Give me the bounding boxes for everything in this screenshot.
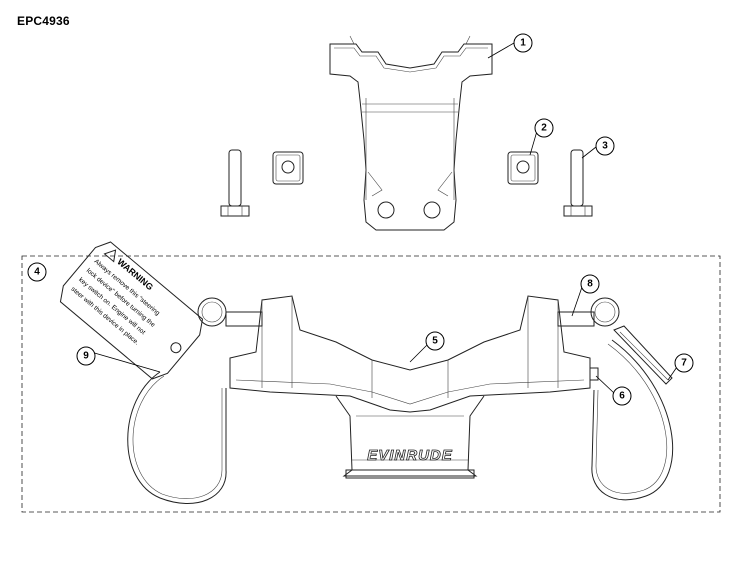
callout-1: 1 [513, 33, 533, 53]
clip-part [613, 325, 673, 385]
svg-text:6: 6 [619, 391, 625, 402]
callout-8: 8 [580, 274, 600, 294]
svg-text:1: 1 [520, 38, 526, 49]
callout-7: 7 [674, 353, 694, 373]
svg-text:4: 4 [34, 267, 40, 278]
callout-6: 6 [612, 386, 632, 406]
svg-text:5: 5 [432, 336, 438, 347]
callout-2: 2 [534, 118, 554, 138]
callout-9: 9 [76, 346, 96, 366]
brand-logo: EVINRUDE [367, 447, 453, 464]
svg-text:2: 2 [541, 123, 547, 134]
steering-lock-body [197, 295, 620, 479]
callout-5: 5 [425, 331, 445, 351]
callout-4: 4 [27, 262, 47, 282]
svg-text:3: 3 [602, 141, 608, 152]
square-nut-left [272, 151, 304, 185]
warning-tag: WARNING Always remove this "steering loc… [59, 241, 204, 380]
lanyard-cable [127, 339, 674, 504]
assembly-box [21, 255, 721, 513]
bracket-part [329, 35, 493, 231]
svg-text:8: 8 [587, 279, 593, 290]
svg-text:7: 7 [681, 358, 687, 369]
square-nut-right [507, 151, 539, 185]
callout-3: 3 [595, 136, 615, 156]
bolt-right [563, 149, 593, 217]
diagram-code: EPC4936 [17, 14, 70, 28]
bolt-left [220, 149, 250, 217]
svg-text:9: 9 [83, 351, 89, 362]
